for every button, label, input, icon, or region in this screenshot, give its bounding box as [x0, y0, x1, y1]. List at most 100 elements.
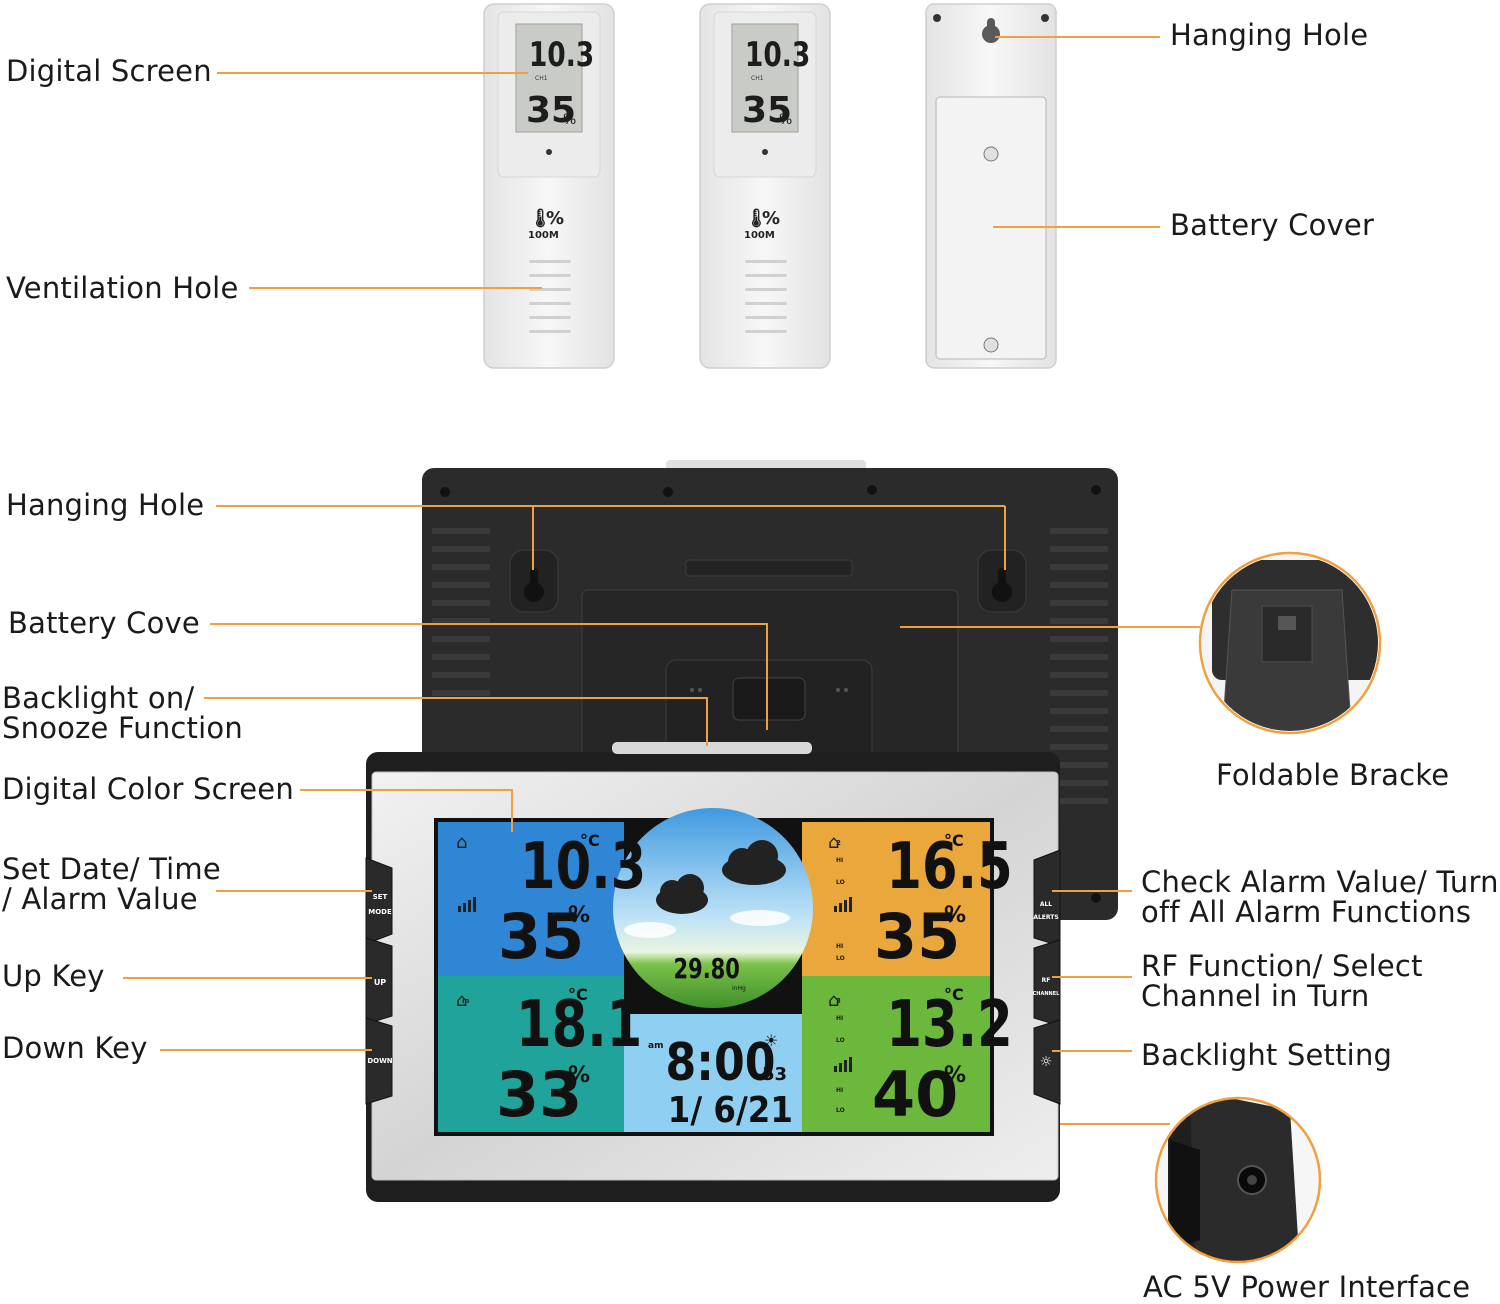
- console-hanging-hole-left: [509, 549, 559, 613]
- label-down-key: Down Key: [2, 1031, 148, 1065]
- label-backlight-snooze-line2: Snooze Function: [2, 711, 243, 745]
- signal-icon: [834, 906, 837, 912]
- rf-channel-button[interactable]: RF CHANNEL: [1033, 939, 1061, 1027]
- ch3-hum-hi-tag: HI: [836, 1087, 843, 1094]
- indoor-tag: in: [462, 997, 469, 1005]
- clock-time: 8:00: [666, 1033, 776, 1093]
- label-sensor-ventilation-hole: Ventilation Hole: [6, 271, 239, 305]
- sensor-1-humidity-unit: %: [563, 112, 576, 128]
- foldable-bracket-inset: [1198, 551, 1382, 735]
- sensor-2-humidity-unit: %: [779, 112, 792, 128]
- home-icon: ⌂: [828, 832, 839, 853]
- set-mode-label-2: MODE: [368, 908, 392, 916]
- sensor-1-range: 100M: [528, 230, 559, 241]
- label-foldable-bracket: Foldable Bracke: [1216, 758, 1450, 792]
- label-digital-color-screen: Digital Color Screen: [2, 772, 294, 806]
- label-backlight-setting: Backlight Setting: [1141, 1038, 1393, 1072]
- ch2-hum-lo-tag: LO: [836, 955, 845, 962]
- ac-power-inset: [1154, 1096, 1322, 1264]
- sun-icon: ☀: [764, 1031, 778, 1050]
- down-button-label: DOWN: [367, 1057, 392, 1065]
- label-backlight-snooze-line1: Backlight on/: [2, 681, 195, 715]
- sensor-front-2: 10.3 CH1 35 % 🌡 % 100M: [699, 3, 831, 369]
- home-icon: ⌂: [828, 990, 839, 1011]
- down-button[interactable]: DOWN: [365, 1017, 393, 1105]
- clock-am: am: [648, 1041, 663, 1051]
- sensor-2-temperature: 10.3: [745, 36, 810, 75]
- set-mode-label-1: SET: [373, 893, 388, 901]
- label-console-hanging-hole: Hanging Hole: [6, 488, 205, 522]
- ch3-humidity: 40: [872, 1058, 958, 1131]
- home-icon: ⌂: [456, 832, 467, 853]
- up-button-label: UP: [374, 978, 386, 987]
- quadrant-ch3: [802, 976, 990, 1132]
- label-sensor-battery-cover: Battery Cover: [1170, 208, 1375, 242]
- ch3-lo-tag: LO: [836, 1037, 845, 1044]
- ch3-hum-lo-tag: LO: [836, 1107, 845, 1114]
- sensor-2-range: 100M: [744, 230, 775, 241]
- label-rf-function-line2: Channel in Turn: [1141, 979, 1370, 1013]
- indoor-humidity: 33: [496, 1058, 582, 1131]
- alerts-label-2: ALERTS: [1033, 914, 1058, 921]
- leader-lines: [123, 36, 1200, 1125]
- alerts-label-1: ALL: [1040, 901, 1052, 908]
- sensor-back: [925, 3, 1057, 369]
- console-hanging-hole-right: [977, 549, 1027, 613]
- sensor-1-range-percent: %: [546, 208, 564, 229]
- ch2-temperature-unit: °C: [944, 831, 964, 850]
- set-mode-button[interactable]: SET MODE: [365, 857, 393, 945]
- snooze-button[interactable]: [732, 677, 806, 721]
- label-sensor-digital-screen: Digital Screen: [6, 54, 212, 88]
- label-console-battery-cove: Battery Cove: [8, 606, 200, 640]
- ch2-lo-tag: LO: [836, 879, 845, 886]
- backlight-button[interactable]: ☼: [1033, 1019, 1061, 1105]
- ch2-humidity-unit: %: [944, 903, 966, 928]
- signal-icon: [834, 1066, 837, 1072]
- clock-date: 1/ 6/21: [668, 1089, 793, 1131]
- rf-label-1: RF: [1042, 977, 1051, 984]
- sensor-2-channel: CH1: [751, 75, 764, 82]
- sensor-1-temperature: 10.3: [529, 36, 594, 75]
- label-up-key: Up Key: [2, 959, 105, 993]
- ch3-humidity-unit: %: [944, 1063, 966, 1088]
- label-set-date-line1: Set Date/ Time: [2, 852, 221, 886]
- label-sensor-hanging-hole: Hanging Hole: [1170, 18, 1369, 52]
- sensor-2-range-percent: %: [762, 208, 780, 229]
- thermometer-icon: 🌡: [745, 208, 768, 229]
- alerts-button[interactable]: ALL ALERTS: [1033, 849, 1061, 947]
- ch2-hi-tag: HI: [836, 857, 843, 864]
- ch1-humidity: 35: [498, 900, 584, 973]
- console-front: SET MODE UP DOWN ALL ALERTS RF CHANNEL ☼: [365, 742, 1061, 1202]
- ch1-humidity-unit: %: [568, 903, 590, 928]
- ch2-temperature: 16.5: [886, 828, 1012, 903]
- ch2-tag: 2: [836, 839, 841, 847]
- ch1-temperature: 10.3: [520, 828, 646, 903]
- ch3-temperature-unit: °C: [944, 985, 964, 1004]
- signal-icon: [458, 906, 461, 912]
- indoor-temperature-unit: °C: [568, 985, 588, 1004]
- pressure-unit: inHg: [732, 985, 746, 992]
- ch3-hi-tag: HI: [836, 1015, 843, 1022]
- ch2-hum-hi-tag: HI: [836, 943, 843, 950]
- ch3-tag: 3: [836, 997, 841, 1005]
- center-time-panel: [624, 1014, 802, 1132]
- indoor-temperature: 18.1: [516, 986, 642, 1061]
- up-button[interactable]: UP: [365, 937, 393, 1025]
- label-set-date-line2: / Alarm Value: [2, 882, 198, 916]
- quadrant-indoor: [438, 976, 624, 1132]
- quadrant-ch1: [438, 822, 624, 976]
- sensor-hanging-hole: [982, 18, 1000, 43]
- pressure-value: 29.80: [674, 952, 740, 985]
- quadrant-ch2: [802, 822, 990, 976]
- indoor-humidity-unit: %: [568, 1063, 590, 1088]
- ventilation-holes-2: [745, 260, 787, 333]
- ch3-temperature: 13.2: [886, 986, 1012, 1061]
- thermometer-icon: 🌡: [529, 208, 552, 229]
- clock-seconds: 53: [762, 1064, 787, 1085]
- cloud-icon: [656, 840, 786, 914]
- ch2-humidity: 35: [874, 900, 960, 973]
- color-display: 29.80 inHg 10.3 °C 35 % 18.1 °C 33 % 16.…: [434, 808, 1013, 1136]
- ventilation-holes-1: [529, 260, 571, 333]
- label-rf-function-line1: RF Function/ Select: [1141, 949, 1423, 983]
